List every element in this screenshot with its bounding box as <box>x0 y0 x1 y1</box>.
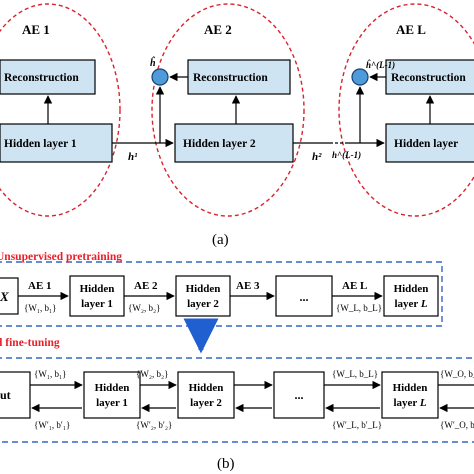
pretrain-edge-l-ae: AE L <box>342 280 367 292</box>
ae2-hidden-box <box>174 123 294 163</box>
pretrain-hidden-2-box <box>175 275 231 317</box>
ae2-ellipse <box>151 3 305 217</box>
pretrain-ellipsis-box <box>275 275 333 317</box>
finetune-bwd-1-params: {W′₁, b′₁} <box>34 420 70 430</box>
h1-label: h¹ <box>128 151 137 163</box>
ael-reconstruction-box <box>385 59 474 95</box>
finetune-input-label: ut <box>0 388 11 402</box>
ael-reconstruction-label: Reconstruction <box>391 72 466 84</box>
ae2-reconstruction-label: Reconstruction <box>193 72 268 84</box>
pretrain-edge-l-params: {W_L, b_L} <box>336 303 382 313</box>
finetune-hidden-1-label2: layer 1 <box>96 397 128 409</box>
finetuning-frame <box>0 357 474 443</box>
pretrain-hidden-2-label2: layer 2 <box>187 298 219 310</box>
finetune-fwd-1-params: {W₁, b₁} <box>34 369 66 379</box>
finetune-hidden-l-box <box>381 371 439 419</box>
finetune-hidden-l-label2: layer L <box>393 397 426 409</box>
finetune-bwd-4-params: {W′_L, b′_L} <box>332 420 382 430</box>
finetune-ellipsis-label: ... <box>295 388 304 402</box>
finetune-bwd-out-params: {W′_O, b′_O} <box>440 420 474 430</box>
part-b: Unsupervised pretraining X Hidden layer … <box>0 251 474 472</box>
pretrain-edge-1-ae: AE 1 <box>28 280 52 292</box>
h2-label: h² <box>312 151 322 163</box>
part-a: AE 1 AE 2 AE L Reconstruction Hidden lay… <box>0 3 474 248</box>
finetune-hidden-2-label2: layer 2 <box>190 397 222 409</box>
finetune-hidden-l-label: Hidden <box>393 382 428 394</box>
ae2-title: AE 2 <box>204 22 232 37</box>
ae1-reconstruction-box <box>0 59 96 95</box>
pretrain-hidden-1-label: Hidden <box>80 283 115 295</box>
finetune-fwd-2-params: {W₂, b₂} <box>136 369 168 379</box>
finetune-fwd-4-params: {W_L, b_L} <box>332 369 378 379</box>
ael-hidden-box <box>385 123 474 163</box>
ae1-ellipse <box>0 3 121 217</box>
finetune-input-box <box>0 371 31 419</box>
ael-hidden-label: Hidden layer <box>394 138 458 150</box>
ae1-hidden-label: Hidden layer 1 <box>4 138 77 150</box>
ae2-hidden-label: Hidden layer 2 <box>183 138 256 150</box>
pretrain-hidden-l-label: Hidden <box>394 283 429 295</box>
hl1-label: h^(L-1) <box>332 150 361 160</box>
ae1-title: AE 1 <box>22 22 50 37</box>
finetune-ellipsis-box <box>273 371 325 419</box>
ael-title: AE L <box>396 22 426 37</box>
ael-ellipse <box>338 3 474 217</box>
pretrain-edge-1-params: {W₁, b₁} <box>24 303 56 313</box>
pretrain-ellipsis-label: ... <box>300 290 309 304</box>
pretrain-edge-2-params: {W₂, b₂} <box>128 303 160 313</box>
pretraining-title: Unsupervised pretraining <box>0 251 122 263</box>
ael-hhat-label: ĥ^(L-1) <box>366 60 395 70</box>
ae1-reconstruction-label: Reconstruction <box>4 72 79 84</box>
ae1-hidden-box <box>0 123 113 163</box>
finetune-hidden-2-box <box>177 371 235 419</box>
pretrain-hidden-l-label2: layer L <box>394 298 427 310</box>
pretrain-hidden-1-box <box>69 275 125 317</box>
pretraining-frame <box>0 261 443 327</box>
ae2-compare-node <box>151 68 169 86</box>
pretrain-hidden-l-box <box>383 275 439 317</box>
finetune-hidden-1-box <box>83 371 141 419</box>
finetune-hidden-1-label: Hidden <box>95 382 130 394</box>
pretrain-input-label: X <box>0 289 9 304</box>
caption-a: (a) <box>212 232 229 248</box>
finetune-fwd-out-params: {W_O, b_O} <box>440 369 474 379</box>
caption-b: (b) <box>217 456 235 472</box>
pretrain-hidden-1-label2: layer 1 <box>81 298 113 310</box>
ael-compare-node <box>351 68 369 86</box>
finetune-hidden-2-label: Hidden <box>189 382 224 394</box>
pretrain-hidden-2-label: Hidden <box>186 283 221 295</box>
finetuning-title: d fine-tuning <box>0 337 60 349</box>
pretrain-edge-3-ae: AE 3 <box>236 280 260 292</box>
finetune-bwd-2-params: {W′₂, b′₂} <box>136 420 172 430</box>
pretrain-edge-2-ae: AE 2 <box>134 280 158 292</box>
ae2-hhat-label: ĥ <box>150 56 156 69</box>
